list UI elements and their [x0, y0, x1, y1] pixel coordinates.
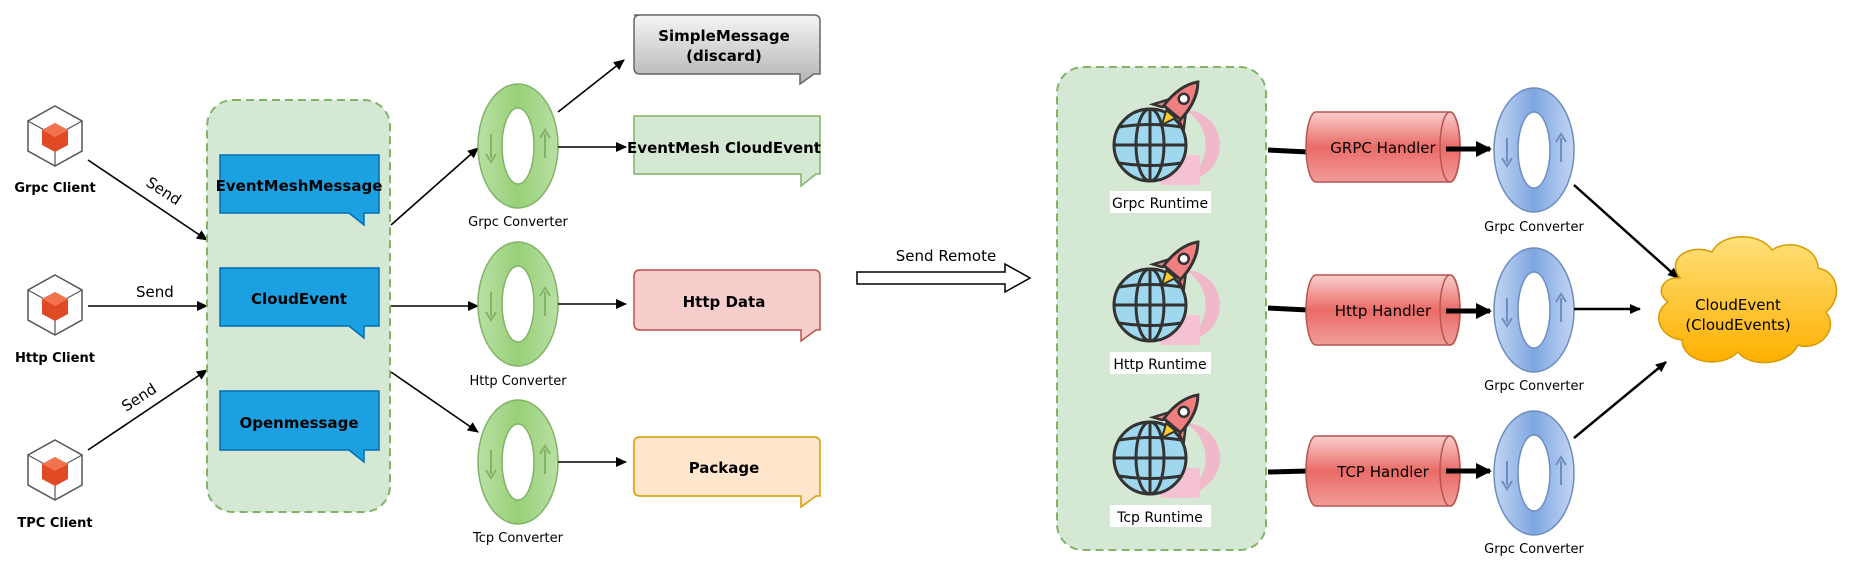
- output-sublabel: (discard): [686, 47, 762, 65]
- cloud-sublabel: (CloudEvents): [1685, 316, 1790, 334]
- converter-grpc-right-3: Grpc Converter: [1484, 410, 1585, 557]
- send-label: Send: [136, 283, 174, 301]
- converter-label: Grpc Converter: [468, 215, 568, 230]
- converter-tcp-left: Tcp Converter: [472, 399, 564, 546]
- protocol-eventmeshmessage: EventMeshMessage: [216, 154, 383, 227]
- converter-label: Grpc Converter: [1484, 220, 1584, 235]
- converter-ring-icon: [1493, 410, 1575, 536]
- send-remote-label: Send Remote: [896, 247, 996, 265]
- client-label: Http Client: [15, 351, 95, 366]
- converter-ring-icon: [1493, 247, 1575, 373]
- converter-grpc-left: Grpc Converter: [468, 83, 569, 230]
- handler-tcp: TCP Handler: [1305, 435, 1461, 507]
- cloudevent-cloud: CloudEvent (CloudEvents): [1657, 236, 1838, 364]
- client-tpc: TPC Client: [17, 439, 93, 531]
- handler-label: TCP Handler: [1336, 463, 1429, 481]
- converter-grpc-right-1: Grpc Converter: [1484, 87, 1585, 235]
- send-edge: [87, 369, 208, 451]
- runtime-http: Http Runtime: [1110, 227, 1222, 374]
- client-label: Grpc Client: [14, 181, 95, 196]
- converter-label: Grpc Converter: [1484, 542, 1584, 557]
- cube-icon: [27, 105, 83, 167]
- runtime-label: Grpc Runtime: [1112, 196, 1208, 212]
- cube-icon: [27, 274, 83, 336]
- client-http: Http Client: [15, 274, 95, 366]
- handler-label: GRPC Handler: [1330, 139, 1436, 157]
- protocol-cloudevent: CloudEvent: [219, 267, 380, 340]
- runtime-grpc: Grpc Runtime: [1110, 67, 1222, 213]
- handler-http: Http Handler: [1305, 274, 1461, 346]
- output-package: Package: [633, 436, 821, 509]
- output-simplemessage: SimpleMessage (discard): [633, 14, 821, 86]
- output-eventmesh-cloudevent: EventMesh CloudEvent: [627, 115, 821, 188]
- converter-ring-icon: [477, 83, 559, 209]
- flow-edge: [557, 59, 625, 113]
- converter-label: Http Converter: [469, 374, 567, 389]
- flow-edge: [1267, 305, 1309, 313]
- runtime-label: Http Runtime: [1113, 357, 1206, 373]
- handler-label: Http Handler: [1335, 302, 1432, 320]
- handler-grpc: GRPC Handler: [1305, 111, 1461, 183]
- cloud-label: CloudEvent: [1695, 296, 1781, 314]
- flow-edge: [1573, 361, 1667, 439]
- client-label: TPC Client: [17, 516, 92, 531]
- cube-icon: [27, 439, 83, 501]
- converter-ring-icon: [477, 241, 559, 367]
- runtime-tcp: Tcp Runtime: [1110, 380, 1222, 527]
- send-label: Send: [143, 173, 184, 209]
- converter-label: Tcp Converter: [472, 531, 564, 546]
- output-label: EventMesh CloudEvent: [627, 139, 821, 157]
- converter-grpc-right-2: Grpc Converter: [1484, 247, 1585, 394]
- flow-edge: [1267, 147, 1309, 155]
- send-remote-arrow: Send Remote: [856, 247, 1032, 294]
- send-edge: [87, 159, 208, 241]
- flow-edge: [390, 371, 479, 433]
- protocol-label: CloudEvent: [251, 290, 347, 308]
- output-label: Package: [689, 459, 760, 477]
- output-label: SimpleMessage: [658, 27, 790, 45]
- client-grpc: Grpc Client: [14, 105, 96, 196]
- send-label: Send: [118, 380, 159, 416]
- cloud-icon: [1657, 236, 1838, 364]
- output-http-data: Http Data: [633, 269, 821, 343]
- converter-http-left: Http Converter: [469, 241, 567, 389]
- flow-edge: [1573, 184, 1679, 279]
- output-label: Http Data: [683, 293, 766, 311]
- protocol-label: Openmessage: [239, 414, 358, 432]
- runtime-label: Tcp Runtime: [1116, 510, 1203, 526]
- protocol-label: EventMeshMessage: [216, 177, 383, 195]
- protocol-openmessage: Openmessage: [219, 390, 380, 464]
- flow-edge: [1267, 468, 1309, 475]
- converter-ring-icon: [477, 399, 559, 525]
- converter-ring-icon: [1493, 87, 1575, 213]
- flow-edge: [390, 147, 479, 226]
- converter-label: Grpc Converter: [1484, 379, 1584, 394]
